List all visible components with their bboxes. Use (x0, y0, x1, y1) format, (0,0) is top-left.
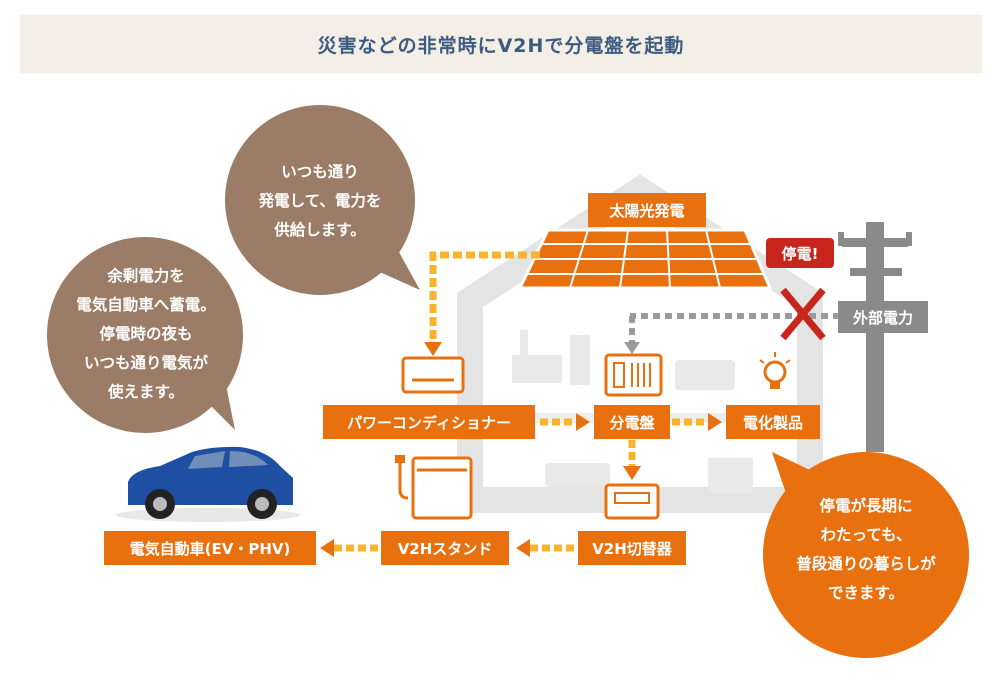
ev-bubble (47, 237, 243, 433)
solar-flow-line (424, 251, 540, 356)
light-bulb-icon (759, 352, 791, 389)
outage-bubble-text: 停電が長期に わたっても、 普段通りの暮らしが できます。 (796, 497, 936, 602)
v2h-stand-label: V2Hスタンド (381, 531, 509, 565)
distribution-board-label: 分電盤 (594, 405, 670, 439)
outage-bubble (763, 452, 969, 658)
external-power-label: 外部電力 (838, 301, 928, 333)
ev-bubble-text: 余剰電力を 電気自動車へ蓄電。 停電時の夜も いつも通り電気が 使えます。 (76, 267, 216, 401)
outage-alert-badge: 停電! (766, 238, 834, 268)
appliances-label: 電化製品 (726, 405, 820, 439)
power-conditioner-icon (401, 356, 465, 394)
solar-bubble-text: いつも通り 発電して、電力を 供給します。 (258, 163, 382, 239)
utility-pole (838, 222, 912, 452)
outage-x-icon (780, 287, 826, 341)
electric-car-icon (116, 446, 300, 522)
v2h-switch-label: V2H切替器 (578, 531, 686, 565)
solar-power-label: 太陽光発電 (588, 193, 706, 227)
v2h-switch-icon (604, 483, 660, 520)
interior-furniture (512, 330, 753, 493)
distribution-board-icon (604, 353, 663, 397)
diagram-title: 災害などの非常時にV2Hで分電盤を起動 (20, 15, 982, 73)
ev-label: 電気自動車(EV・PHV) (104, 531, 316, 565)
solar-bubble (225, 105, 420, 295)
solar-panel-icon (517, 228, 773, 290)
flow-arrows (320, 413, 722, 557)
v2h-stand-icon (395, 455, 473, 520)
power-conditioner-label: パワーコンディショナー (323, 405, 535, 439)
external-power-line (624, 313, 840, 354)
